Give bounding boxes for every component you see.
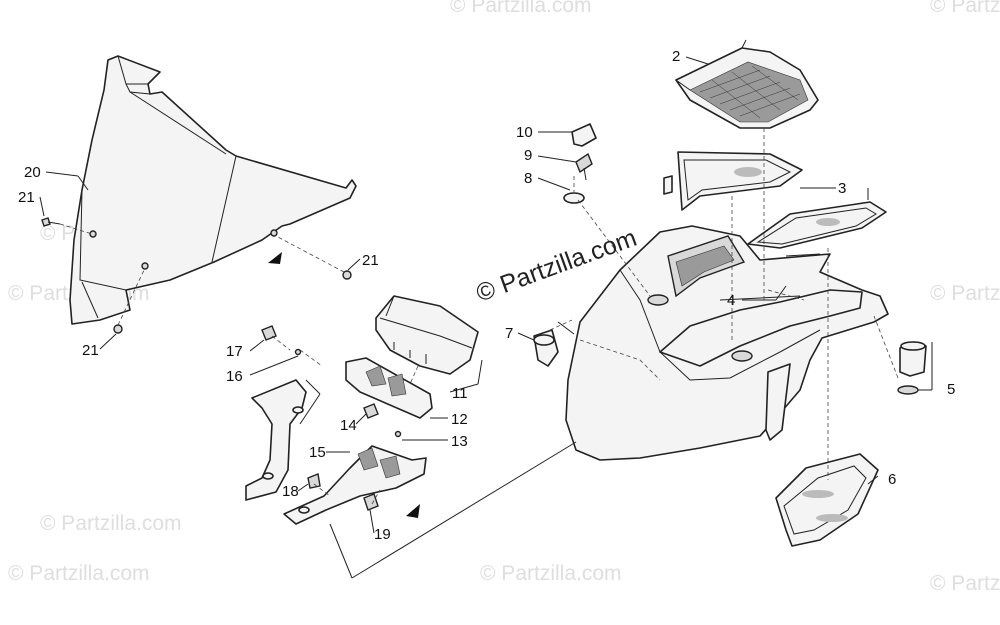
callout-2: 2	[672, 48, 680, 65]
windshield-screws	[41, 217, 352, 334]
callout-12: 12	[451, 411, 468, 428]
mount-bracket-part	[245, 379, 427, 525]
gauge-part	[375, 295, 479, 375]
watermark-faint: © Partzilla.com	[930, 572, 1000, 595]
watermark-faint: © Partzilla.com	[480, 562, 622, 585]
gauge-bracket-part	[345, 357, 433, 438]
callout-18: 18	[282, 483, 299, 500]
watermark-faint: © Partzilla.com	[450, 0, 592, 17]
callout-14: 14	[340, 417, 357, 434]
callout-21: 21	[362, 252, 379, 269]
watermark-faint: © Partzilla.com	[930, 0, 1000, 17]
hardware-parts	[261, 325, 379, 511]
callout-17: 17	[226, 343, 243, 360]
watermark-faint: © Partzilla.com	[40, 512, 182, 535]
direction-arrow-icon	[268, 252, 282, 264]
hood-part	[565, 225, 889, 461]
switch-part	[897, 341, 927, 395]
leader-lines	[39, 56, 933, 579]
direction-arrow-icon	[406, 504, 420, 518]
accent-panels-part	[663, 151, 887, 249]
callout-7: 7	[505, 325, 513, 342]
callout-5: 5	[947, 381, 955, 398]
callout-10: 10	[516, 124, 533, 141]
callout-9: 9	[524, 147, 532, 164]
callout-labels: 2 3 4 5 6 7 8 9 10 11 12 13 14 15 16 17 …	[18, 48, 955, 543]
windshield-part	[69, 55, 357, 325]
watermark-faint: © Partzilla.com	[930, 282, 1000, 305]
ignition-parts	[533, 123, 597, 367]
watermark-faint: © Partzilla.com	[8, 562, 150, 585]
callout-21: 21	[18, 189, 35, 206]
callout-11: 11	[452, 385, 468, 402]
callout-21: 21	[82, 342, 99, 359]
callout-20: 20	[24, 164, 41, 181]
callout-16: 16	[226, 368, 243, 385]
callout-13: 13	[451, 433, 468, 450]
callout-15: 15	[309, 444, 326, 461]
air-intake-grille-part	[675, 39, 819, 129]
pad-part	[775, 453, 879, 547]
callout-6: 6	[888, 471, 896, 488]
callout-19: 19	[374, 526, 391, 543]
callout-4: 4	[727, 292, 735, 309]
callout-3: 3	[838, 180, 846, 197]
callout-8: 8	[524, 170, 532, 187]
